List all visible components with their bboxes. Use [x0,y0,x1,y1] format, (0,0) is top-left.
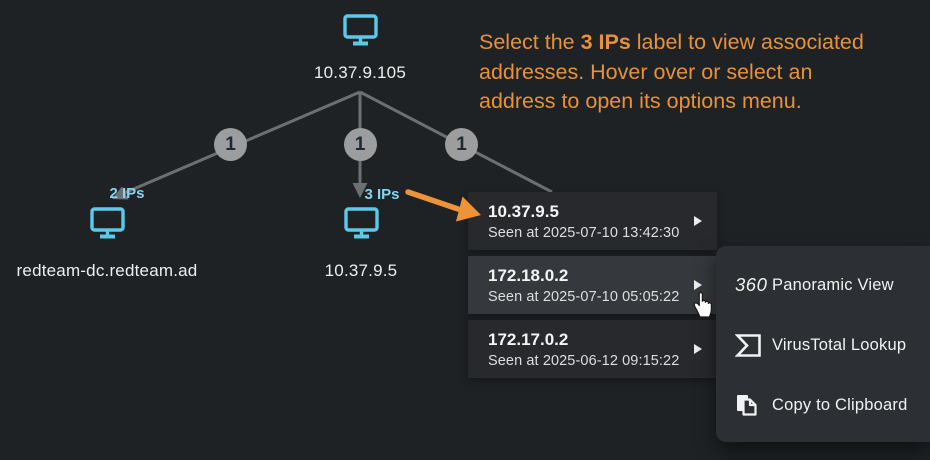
monitor-icon [90,207,125,239]
monitor-icon [344,207,379,239]
360-icon: 360 [735,274,768,295]
child-host-label-left: redteam-dc.redteam.ad [16,261,198,280]
edge-arrowhead-middle-icon [352,183,368,198]
menu-item-virustotal-lookup[interactable]: VirusTotal Lookup [716,315,930,375]
edge-badge: 1 [214,128,247,161]
menu-item-copy-to-clipboard[interactable]: Copy to Clipboard [716,375,930,435]
instruction-line: addresses. Hover over or select an [479,59,813,84]
ip-menu-item[interactable]: 172.17.0.2 Seen at 2025-06-12 09:15:22 [468,320,717,378]
child-host-label-middle: 10.37.9.5 [324,261,398,280]
monitor-icon [343,14,378,46]
ip-menu-item[interactable]: 10.37.9.5 Seen at 2025-07-10 13:42:30 [468,192,717,250]
edge-badge: 1 [343,128,377,161]
menu-item-panoramic-view[interactable]: 360 Panoramic View [735,274,894,295]
edge-badge: 1 [445,128,478,161]
copy-icon [735,393,772,417]
seen-timestamp: Seen at 2025-07-10 05:05:22 [488,289,680,305]
instruction-line: address to open its options menu. [479,89,802,113]
chevron-right-icon [694,280,702,290]
child-host-node-left[interactable] [90,207,125,239]
chevron-right-icon [694,344,702,354]
ip-menu-item[interactable]: 172.18.0.2 Seen at 2025-07-10 05:05:22 [468,256,717,314]
ip-address: 172.17.0.2 [488,330,569,349]
hand-cursor-icon [693,291,713,318]
ip-count-label-2ips[interactable]: 2 IPs [109,185,145,202]
root-host-label: 10.37.9.105 [313,63,406,82]
address-options-menu: 360 Panoramic View VirusTotal Lookup Cop… [716,246,930,442]
ip-count-label-3ips[interactable]: 3 IPs [364,186,400,203]
seen-timestamp: Seen at 2025-07-10 13:42:30 [488,225,680,241]
ip-address: 172.18.0.2 [488,266,569,285]
child-host-node-middle[interactable] [344,207,379,239]
seen-timestamp: Seen at 2025-06-12 09:15:22 [488,353,680,369]
instruction-line: Select the 3 IPs label to view associate… [479,30,864,54]
chevron-right-icon [694,216,702,226]
root-host-node[interactable] [343,14,378,46]
ip-address-menu: 10.37.9.5 Seen at 2025-07-10 13:42:30 17… [468,192,717,384]
ip-address: 10.37.9.5 [488,202,559,221]
virustotal-icon [735,333,772,358]
instruction-text: Select the 3 IPs label to view associate… [479,28,930,117]
edge-arrowhead-left-icon [112,186,129,200]
